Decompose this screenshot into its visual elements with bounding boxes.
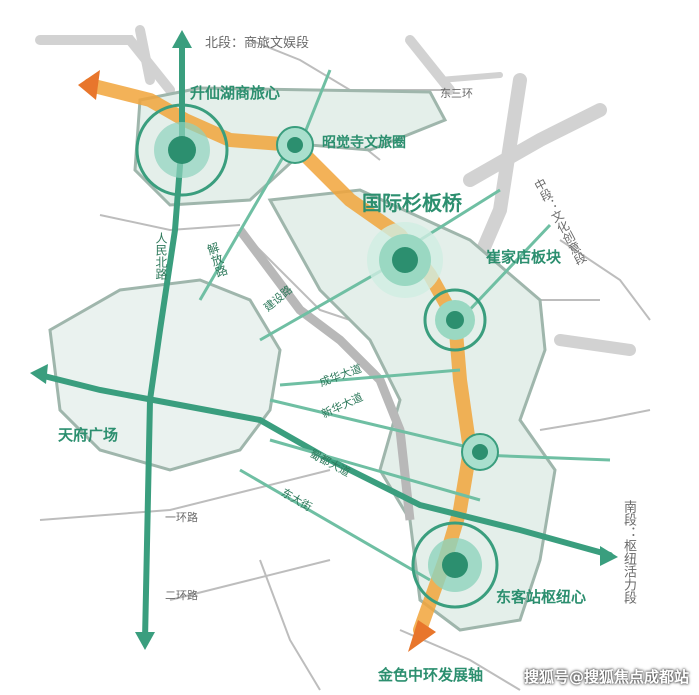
golden-axis-label: 金色中环发展轴 bbox=[378, 666, 484, 684]
axis-arrow-west bbox=[78, 70, 100, 100]
south-section-label: 南段：枢纽活力段 bbox=[621, 500, 636, 604]
dongke-label: 东客站枢纽心 bbox=[496, 588, 587, 606]
shengxianhu-label: 升仙湖商旅心 bbox=[190, 84, 281, 102]
ring2-label: 二环路 bbox=[165, 589, 198, 602]
node-zhaojuesi bbox=[276, 126, 314, 164]
ring3-label: 东三环 bbox=[440, 87, 473, 100]
tianfu-square-label: 天府广场 bbox=[58, 426, 119, 444]
node-mid-south bbox=[461, 433, 499, 471]
renmin-north-label: 人民北路 bbox=[154, 232, 168, 280]
zhaojuesi-label: 昭觉寺文旅圈 bbox=[322, 135, 406, 151]
node-shengxianhu bbox=[135, 103, 229, 197]
axis-arrow-south bbox=[408, 620, 436, 652]
node-cuijiadian bbox=[423, 288, 487, 352]
node-shanbanqiao bbox=[367, 222, 443, 298]
node-dongke bbox=[411, 521, 499, 609]
cuijiadian-label: 崔家店板块 bbox=[486, 248, 562, 266]
north-section-label: 北段：商旅文娱段 bbox=[205, 36, 310, 51]
green-arrows bbox=[30, 30, 618, 650]
watermark: 搜狐号@搜狐焦点成都站 bbox=[523, 668, 689, 686]
shanbanqiao-label: 国际杉板桥 bbox=[362, 191, 462, 215]
ring1-label: 一环路 bbox=[165, 511, 198, 524]
